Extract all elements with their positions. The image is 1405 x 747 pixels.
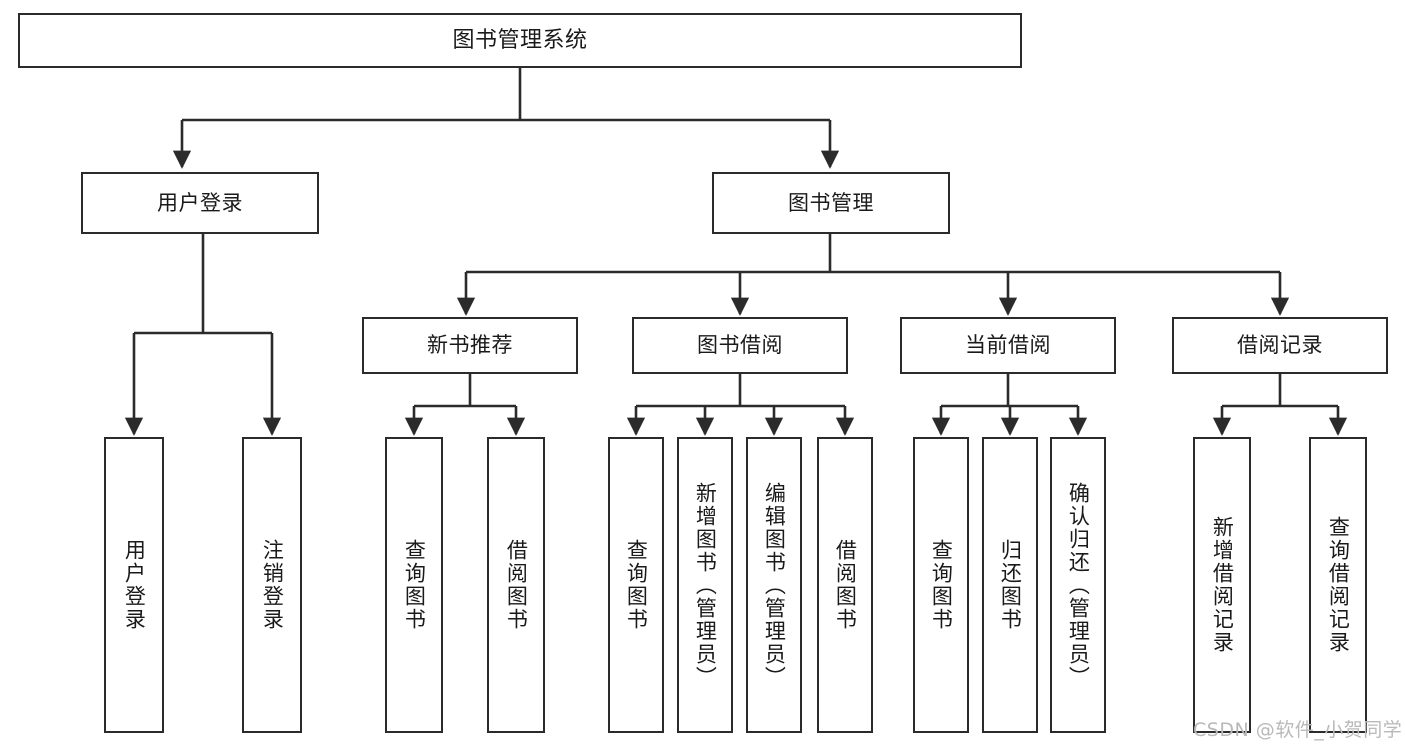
leaf-current-query-book[interactable]: 查询图书 xyxy=(913,437,969,733)
leaf-label: 新增图书（管理员） xyxy=(693,481,718,689)
node-book-borrow[interactable]: 图书借阅 xyxy=(632,317,848,374)
leaf-query-borrow-record[interactable]: 查询借阅记录 xyxy=(1309,437,1367,733)
leaf-label: 查询图书 xyxy=(402,539,427,631)
leaf-borrow-book[interactable]: 借阅图书 xyxy=(817,437,873,733)
leaf-borrow-query-book[interactable]: 查询图书 xyxy=(608,437,664,733)
leaf-label: 归还图书 xyxy=(998,539,1023,631)
leaf-new-book-borrow[interactable]: 借阅图书 xyxy=(487,437,545,733)
leaf-label: 查询图书 xyxy=(929,539,954,631)
leaf-new-book-query[interactable]: 查询图书 xyxy=(385,437,443,733)
leaf-label: 编辑图书（管理员） xyxy=(762,481,787,689)
leaf-label: 确认归还（管理员） xyxy=(1066,481,1091,689)
leaf-logout[interactable]: 注销登录 xyxy=(242,437,302,733)
leaf-label: 借阅图书 xyxy=(504,539,529,631)
node-root-system[interactable]: 图书管理系统 xyxy=(18,13,1022,68)
leaf-label: 查询借阅记录 xyxy=(1326,516,1351,654)
csdn-watermark: CSDN @软件_小贺同学 xyxy=(1193,719,1403,741)
leaf-label: 用户登录 xyxy=(122,539,147,631)
leaf-user-login[interactable]: 用户登录 xyxy=(104,437,164,733)
node-current-borrow[interactable]: 当前借阅 xyxy=(900,317,1116,374)
node-book-management[interactable]: 图书管理 xyxy=(712,172,950,234)
leaf-add-book-admin[interactable]: 新增图书（管理员） xyxy=(677,437,733,733)
leaf-add-borrow-record[interactable]: 新增借阅记录 xyxy=(1193,437,1251,733)
leaf-return-book[interactable]: 归还图书 xyxy=(982,437,1038,733)
leaf-confirm-return-admin[interactable]: 确认归还（管理员） xyxy=(1050,437,1106,733)
leaf-label: 查询图书 xyxy=(624,539,649,631)
leaf-label: 注销登录 xyxy=(260,539,285,631)
leaf-edit-book-admin[interactable]: 编辑图书（管理员） xyxy=(746,437,802,733)
node-new-book-recommend[interactable]: 新书推荐 xyxy=(362,317,578,374)
leaf-label: 借阅图书 xyxy=(833,539,858,631)
node-borrow-record[interactable]: 借阅记录 xyxy=(1172,317,1388,374)
node-user-login[interactable]: 用户登录 xyxy=(81,172,319,234)
leaf-label: 新增借阅记录 xyxy=(1210,516,1235,654)
